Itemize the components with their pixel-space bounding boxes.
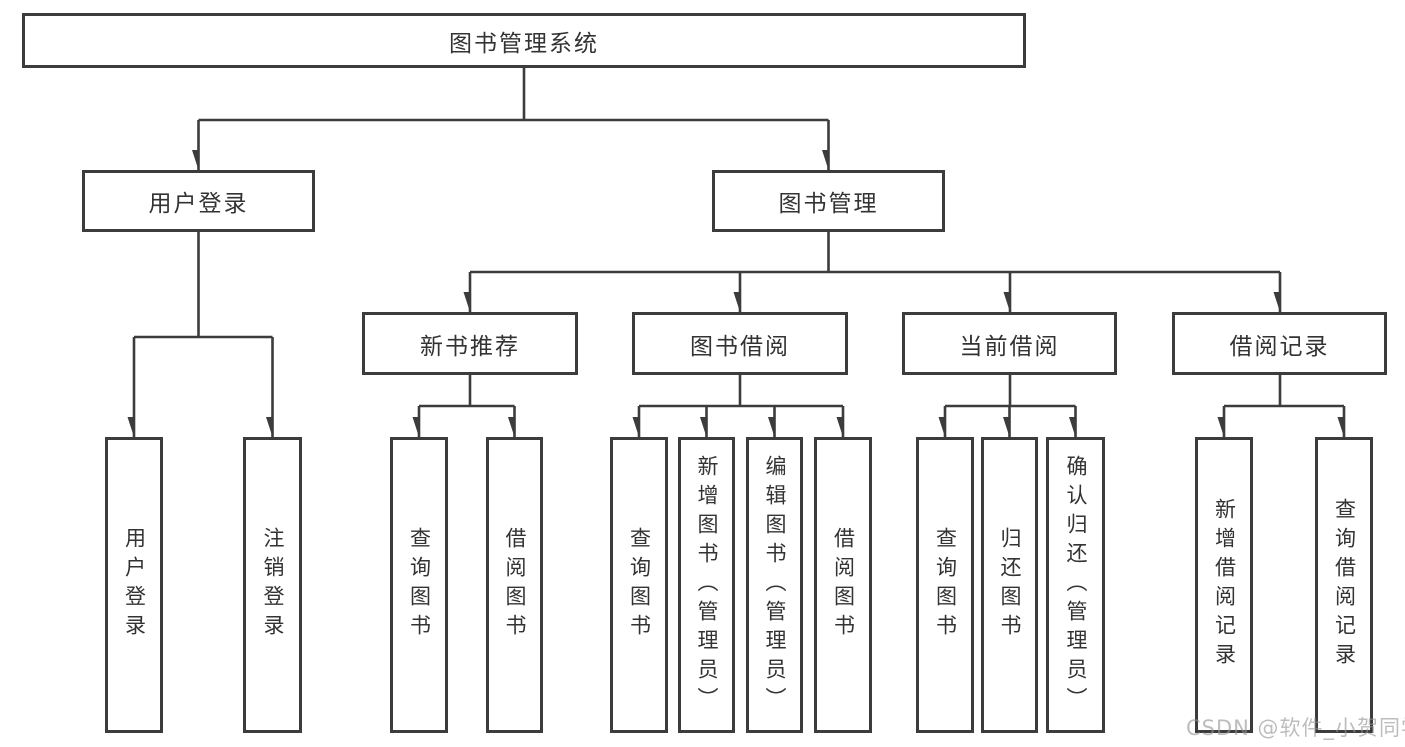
node-label: 借阅记录	[1229, 333, 1330, 360]
node-library-management-system: 图书管理系统	[22, 13, 1026, 68]
leaf-logout: 注销登录	[243, 437, 302, 733]
node-current-borrow: 当前借阅	[902, 312, 1117, 375]
node-borrow-records: 借阅记录	[1172, 312, 1387, 375]
node-label: 借阅图书	[503, 527, 527, 643]
leaf-recommend-borrow-book: 借阅图书	[486, 437, 543, 733]
node-label: 图书管理	[778, 191, 879, 217]
node-label: 查询图书	[627, 527, 652, 643]
node-label: 查询图书	[933, 527, 958, 643]
watermark: CSDN @软件_小贺同学	[1186, 716, 1405, 740]
node-book-management: 图书管理	[712, 170, 945, 232]
node-book-borrow: 图书借阅	[632, 312, 848, 375]
node-label: 查询借阅记录	[1332, 498, 1357, 672]
node-user-login: 用户登录	[82, 170, 315, 232]
node-label: 用户登录	[122, 527, 147, 643]
leaf-current-query-book: 查询图书	[916, 437, 974, 733]
node-label: 新增借阅记录	[1212, 498, 1237, 672]
leaf-borrow-borrow-book: 借阅图书	[814, 437, 872, 733]
leaf-records-add-record: 新增借阅记录	[1195, 437, 1253, 733]
leaf-borrow-edit-book-admin: 编辑图书（管理员）	[746, 437, 803, 733]
node-label: 图书借阅	[690, 333, 790, 360]
leaf-recommend-query-book: 查询图书	[390, 437, 448, 733]
leaf-current-confirm-return-admin: 确认归还（管理员）	[1046, 437, 1105, 733]
leaf-borrow-add-book-admin: 新增图书（管理员）	[678, 437, 735, 733]
leaf-user-login: 用户登录	[105, 437, 163, 733]
node-label: 查询图书	[407, 527, 432, 643]
node-label: 图书管理系统	[449, 30, 599, 57]
leaf-records-query-record: 查询借阅记录	[1315, 437, 1373, 733]
node-label: 新书推荐	[420, 333, 520, 360]
node-label: 编辑图书（管理员）	[763, 454, 787, 716]
node-label: 归还图书	[998, 527, 1022, 643]
node-label: 新增图书（管理员）	[695, 454, 719, 716]
node-label: 借阅图书	[831, 527, 856, 643]
node-label: 当前借阅	[959, 333, 1060, 360]
node-label: 确认归还（管理员）	[1064, 454, 1088, 716]
leaf-current-return-book: 归还图书	[981, 437, 1038, 733]
leaf-borrow-query-book: 查询图书	[610, 437, 668, 733]
node-label: 注销登录	[261, 527, 285, 643]
node-label: 用户登录	[148, 191, 249, 217]
node-new-book-recommend: 新书推荐	[362, 312, 578, 375]
